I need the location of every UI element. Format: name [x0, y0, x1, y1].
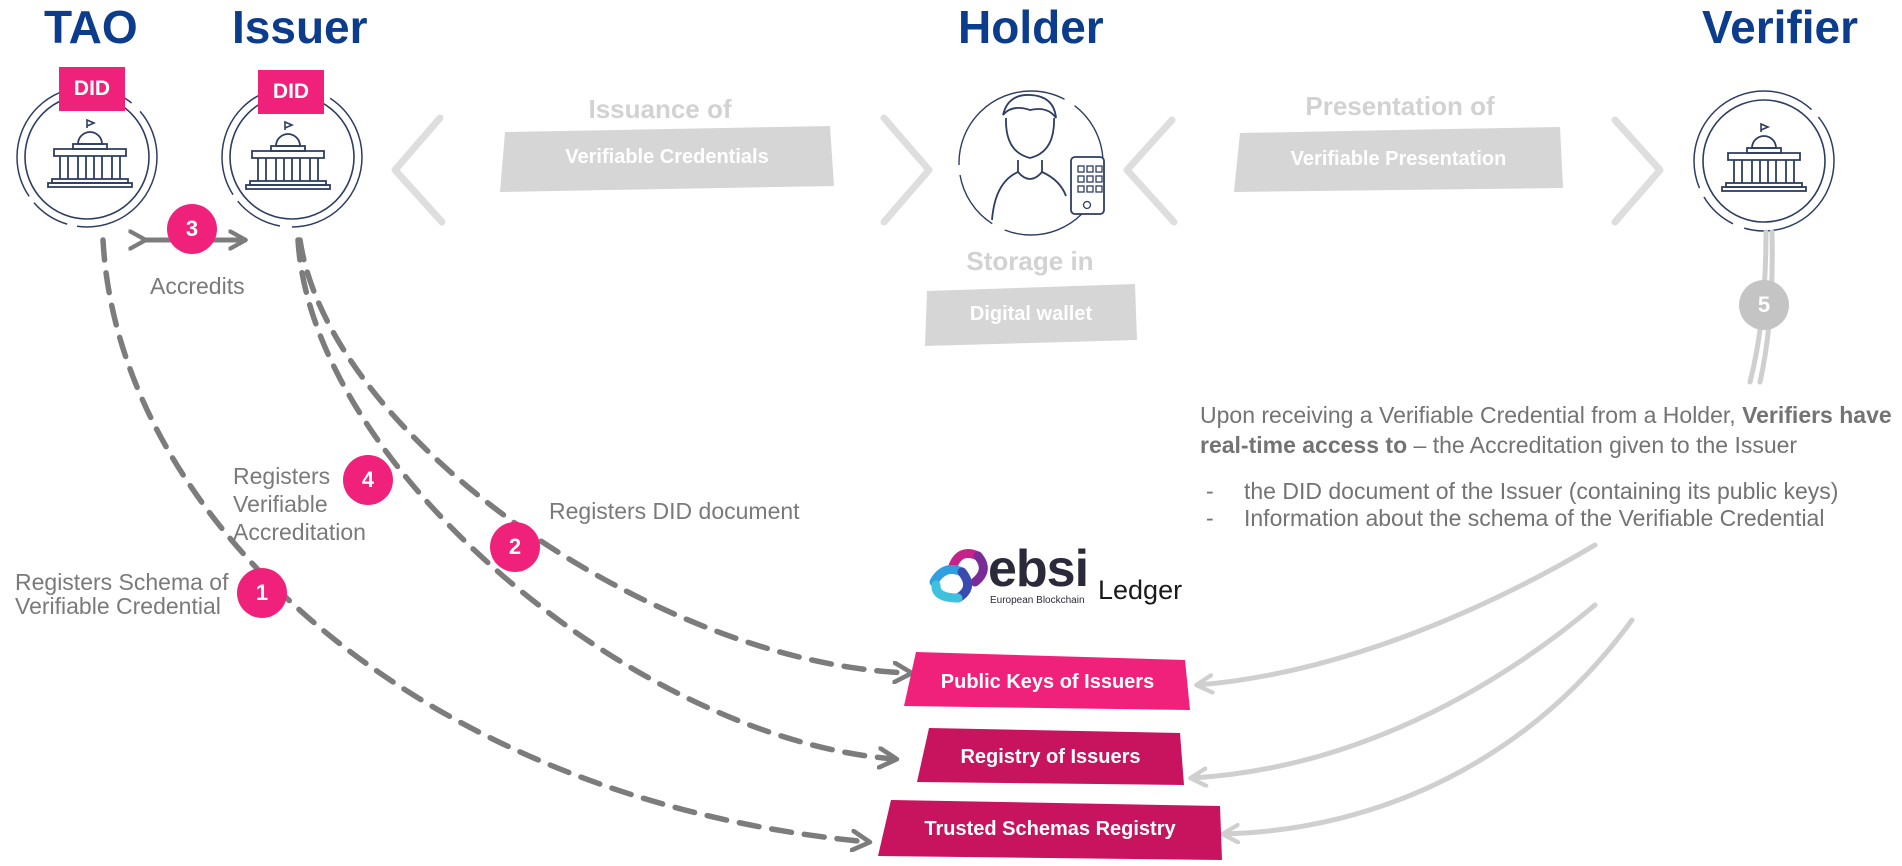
- government-building-icon: [245, 121, 331, 190]
- step-1-label: Registers Schema of Verifiable Credentia…: [15, 569, 229, 619]
- tao-did-tag: DID: [59, 67, 125, 111]
- holder-circle: [958, 90, 1105, 236]
- issuance-tape: [500, 126, 834, 192]
- issuance-subtitle: Verifiable Credentials: [565, 146, 769, 168]
- ebsi-logo-text: ebsi: [988, 540, 1089, 598]
- accredits-label: Accredits: [150, 273, 245, 299]
- step-3-badge: 3: [167, 204, 217, 254]
- verifier-title: Verifier: [1702, 1, 1858, 53]
- government-building-icon: [1721, 123, 1807, 192]
- issuers-registry-access-arrow: [1192, 602, 1598, 778]
- public-keys-registry: Public Keys of Issuers: [940, 671, 1155, 693]
- chevron-right-icon: [1611, 116, 1664, 226]
- storage-tape: [925, 284, 1137, 346]
- list-item: -the DID document of the Issuer (contain…: [1206, 478, 1839, 504]
- chevron-right-icon: [880, 114, 933, 226]
- person-with-phone-icon: [991, 94, 1105, 221]
- step-4-label: Registers Verifiable Accreditation: [233, 463, 366, 545]
- step-2-label: Registers DID document: [549, 498, 800, 524]
- verifier-access-note: Upon receiving a Verifiable Credential f…: [1200, 402, 1892, 458]
- presentation-tape: [1234, 127, 1563, 192]
- accreditation-registration-arrow: [295, 237, 895, 759]
- step-2-badge: 2: [490, 522, 540, 572]
- step-4-badge: 4: [343, 455, 393, 505]
- step-1-badge: 1: [237, 568, 287, 618]
- holder-title: Holder: [958, 1, 1104, 53]
- public-keys-access-arrow: [1198, 542, 1598, 685]
- chevron-left-icon: [1123, 116, 1178, 226]
- ledger-label: Ledger: [1098, 575, 1183, 605]
- verifier-access-list: -the DID document of the Issuer (contain…: [1206, 478, 1838, 532]
- verifier-circle: [1693, 90, 1835, 232]
- step-5-badge: 5: [1739, 280, 1789, 330]
- flow-chevrons: [391, 114, 1664, 226]
- issuer-did-tag: DID: [258, 70, 324, 114]
- trusted-schemas-registry: Trusted Schemas Registry: [924, 818, 1176, 840]
- public-keys-tape: [904, 652, 1190, 710]
- ebsi-logo-icon: [929, 549, 988, 603]
- storage-title: Storage in: [966, 246, 1094, 276]
- government-building-icon: [47, 119, 133, 188]
- issuers-registry: Registry of Issuers: [960, 746, 1141, 768]
- issuer-title: Issuer: [232, 1, 368, 53]
- presentation-title: Presentation of: [1305, 91, 1495, 121]
- schemas-registry-access-arrow: [1224, 617, 1635, 834]
- storage-subtitle: Digital wallet: [969, 303, 1093, 325]
- list-item: -Information about the schema of the Ver…: [1206, 505, 1825, 531]
- schemas-registry-tape: [878, 800, 1222, 860]
- issuance-title: Issuance of: [588, 94, 732, 124]
- ebsi-logo-subtitle: European Blockchain: [990, 595, 1085, 606]
- tao-title: TAO: [44, 1, 138, 53]
- chevron-left-icon: [391, 114, 446, 226]
- schema-registration-arrow: [100, 237, 868, 842]
- issuers-registry-tape: [917, 728, 1184, 785]
- presentation-subtitle: Verifiable Presentation: [1290, 148, 1507, 170]
